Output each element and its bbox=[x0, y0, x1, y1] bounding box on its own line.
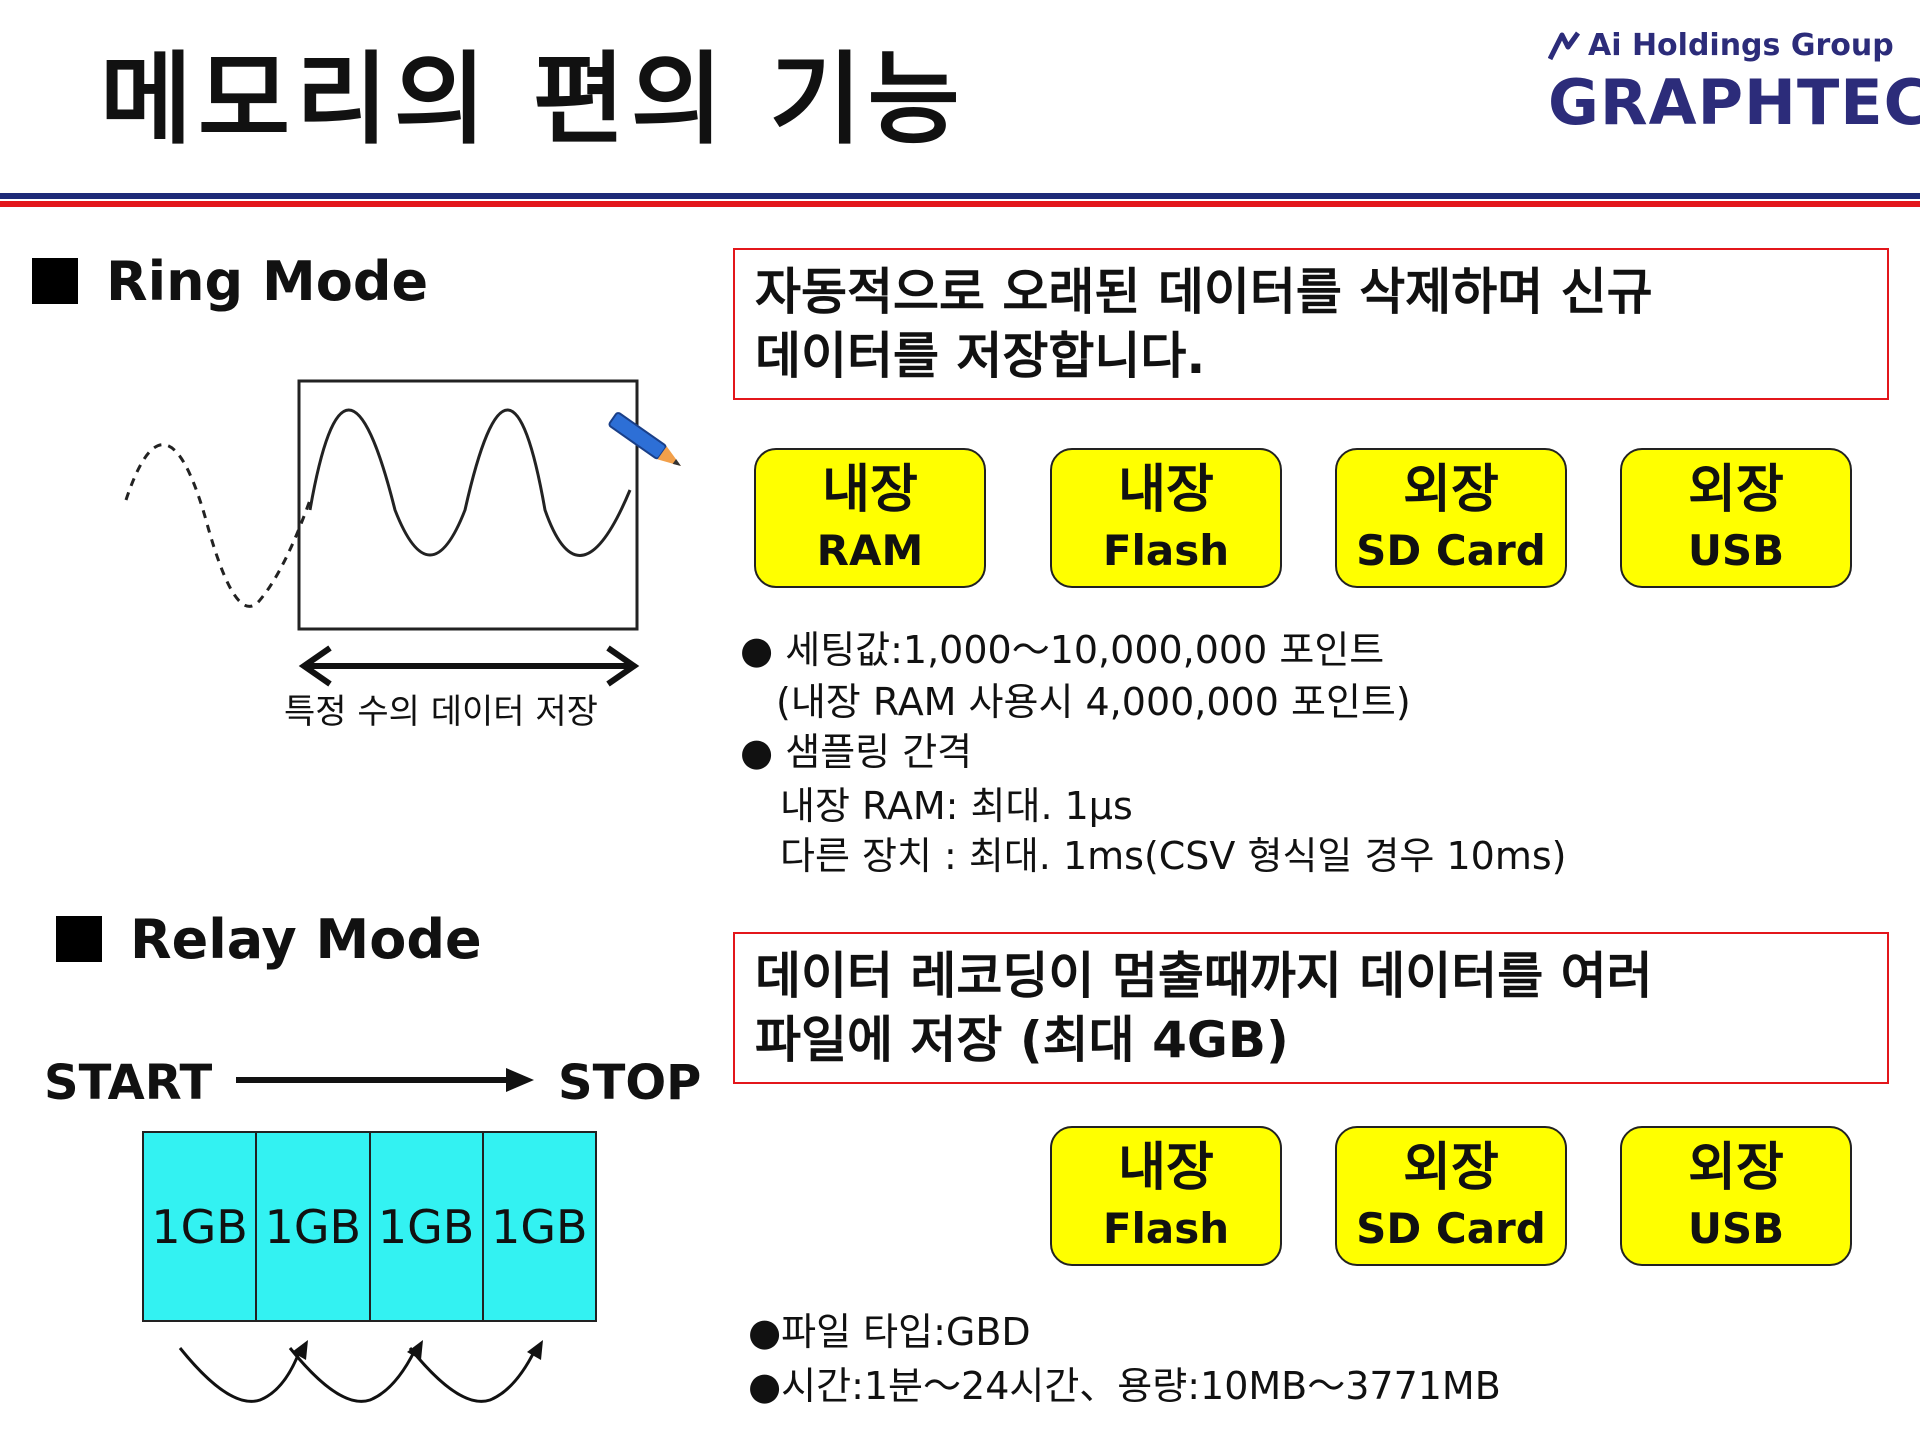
overwritten-wave bbox=[124, 443, 312, 608]
relay-file-block: 1GB bbox=[144, 1133, 258, 1320]
storage-external-usb: 외장 USB bbox=[1620, 448, 1852, 588]
ring-callout-line-1: 자동적으로 오래된 데이터를 삭제하며 신규 bbox=[755, 263, 1653, 321]
logo-group-label: Ai Holdings Group bbox=[1588, 28, 1894, 63]
storage-internal-flash: 내장 Flash bbox=[1050, 448, 1282, 588]
ai-logo-icon bbox=[1548, 31, 1581, 61]
ring-mode-callout: 자동적으로 오래된 데이터를 삭제하며 신규 데이터를 저장합니다. bbox=[733, 248, 1889, 400]
relay-callout-line-1: 데이터 레코딩이 멈출때까지 데이터를 여러 bbox=[755, 947, 1653, 1005]
recorded-wave bbox=[308, 408, 632, 557]
logo-brand: GRAPHTEC bbox=[1548, 66, 1920, 139]
relay-file-blocks: 1GB 1GB 1GB 1GB bbox=[142, 1131, 597, 1322]
square-bullet-icon bbox=[56, 916, 102, 962]
square-bullet-icon bbox=[32, 258, 78, 304]
logo-group-text: Ai Holdings Group bbox=[1548, 28, 1894, 63]
ring-note-sampling-ram: 내장 RAM: 최대. 1μs bbox=[780, 784, 1133, 828]
relay-stop-label: STOP bbox=[558, 1055, 702, 1111]
relay-note-time-capacity: ●시간:1분～24시간、용량:10MB～3771MB bbox=[748, 1364, 1501, 1408]
page-title: 메모리의 편의 기능 bbox=[100, 41, 966, 158]
ring-buffer-window bbox=[297, 379, 639, 631]
relay-start-label: START bbox=[44, 1055, 213, 1111]
relay-file-block: 1GB bbox=[371, 1133, 484, 1320]
header-divider-red bbox=[0, 201, 1920, 207]
start-stop-arrow bbox=[236, 1068, 534, 1092]
ring-note-sampling: ● 샘플링 간격 bbox=[740, 730, 973, 774]
storage-external-sd-card: 외장 SD Card bbox=[1335, 448, 1567, 588]
ring-note-sampling-other: 다른 장치 : 최대. 1ms(CSV 형식일 경우 10ms) bbox=[780, 834, 1567, 878]
relay-storage-internal-flash: 내장 Flash bbox=[1050, 1126, 1282, 1266]
relay-storage-external-sd-card: 외장 SD Card bbox=[1335, 1126, 1567, 1266]
ring-mode-heading-text: Ring Mode bbox=[106, 250, 429, 313]
ring-note-internal-ram: (내장 RAM 사용시 4,000,000 포인트) bbox=[776, 680, 1411, 724]
relay-mode-heading: Relay Mode bbox=[56, 908, 482, 971]
relay-callout-line-2: 파일에 저장 (최대 4GB) bbox=[755, 1011, 1289, 1069]
ring-diagram-caption: 특정 수의 데이터 저장 bbox=[284, 692, 598, 732]
ring-mode-heading: Ring Mode bbox=[32, 250, 428, 313]
relay-mode-callout: 데이터 레코딩이 멈출때까지 데이터를 여러 파일에 저장 (최대 4GB) bbox=[733, 932, 1889, 1084]
relay-note-file-type: ●파일 타입:GBD bbox=[748, 1310, 1031, 1354]
header-divider-blue bbox=[0, 193, 1920, 199]
relay-mode-heading-text: Relay Mode bbox=[130, 908, 482, 971]
ring-note-setting: ● 세팅값:1,000～10,000,000 포인트 bbox=[740, 628, 1385, 672]
storage-internal-ram: 내장 RAM bbox=[754, 448, 986, 588]
ring-mode-diagram bbox=[124, 379, 681, 687]
relay-file-block: 1GB bbox=[491, 1199, 588, 1254]
relay-storage-external-usb: 외장 USB bbox=[1620, 1126, 1852, 1266]
relay-file-block: 1GB bbox=[257, 1133, 371, 1320]
pencil-icon bbox=[608, 412, 681, 467]
ring-callout-line-2: 데이터를 저장합니다. bbox=[755, 327, 1206, 385]
relay-transition-arrows bbox=[178, 1340, 543, 1403]
